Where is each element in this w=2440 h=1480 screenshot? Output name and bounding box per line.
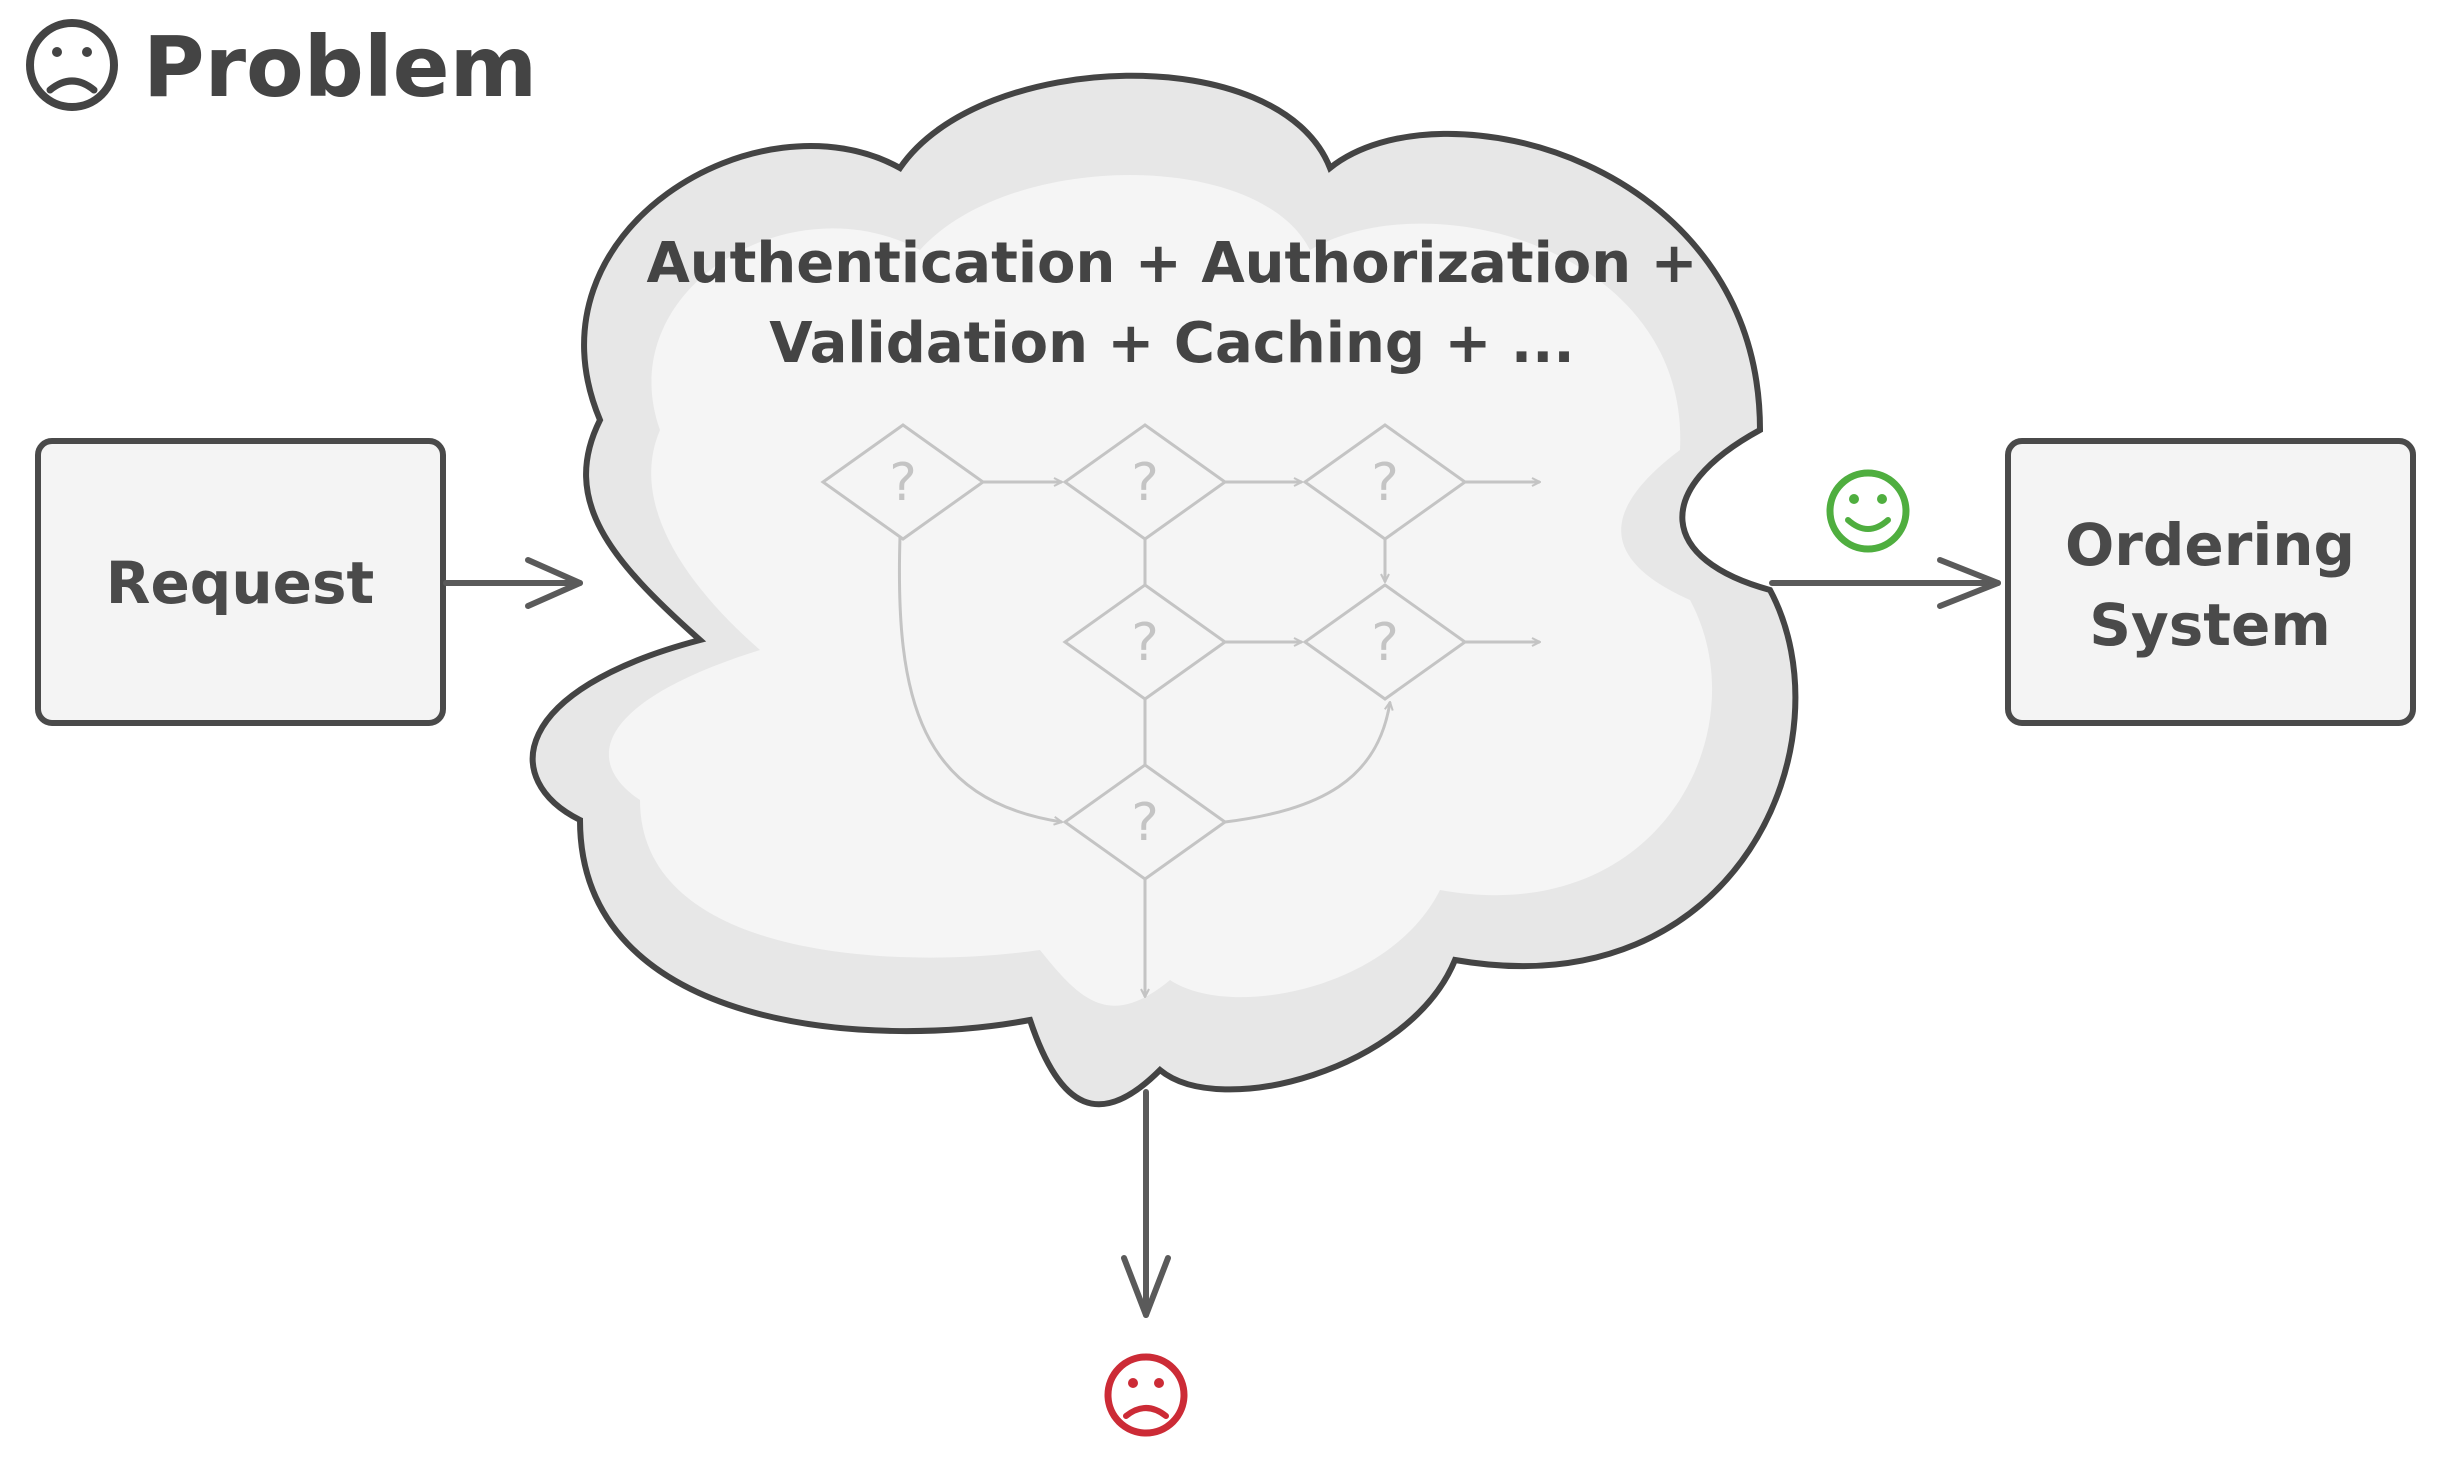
ordering-system-label-line1: Ordering <box>2065 511 2355 579</box>
ordering-system-label-line2: System <box>2089 591 2331 659</box>
sad-face-red-icon <box>1104 1353 1188 1437</box>
cloud-text-line1: Authentication + Authorization + <box>646 231 1697 296</box>
happy-face-icon <box>1826 469 1910 553</box>
faded-flowchart: ? ? ? ? ? ? <box>820 423 1540 997</box>
page-title: Problem <box>143 18 537 116</box>
decision-symbol: ? <box>1131 793 1159 853</box>
cloud-shape <box>529 72 1799 1108</box>
flow-arrow <box>1224 702 1390 824</box>
decision-symbol: ? <box>1371 613 1399 673</box>
success-arrow <box>1769 557 2001 609</box>
flow-arrow <box>897 536 1062 822</box>
decision-node <box>1302 583 1468 701</box>
request-arrow <box>443 557 583 609</box>
decision-symbol: ? <box>1371 453 1399 513</box>
decision-symbol: ? <box>1131 613 1159 673</box>
failure-arrow <box>1121 1089 1171 1318</box>
cloud-inner <box>608 175 1713 1006</box>
decision-node <box>820 423 986 541</box>
decision-symbol: ? <box>889 453 917 513</box>
request-label: Request <box>106 549 374 617</box>
cloud-text-line2: Validation + Caching + ... <box>769 311 1574 376</box>
decision-symbol: ? <box>1131 453 1159 513</box>
ordering-system-box <box>2005 438 2416 726</box>
request-box <box>35 438 446 726</box>
sad-face-icon <box>26 19 118 111</box>
logic-cloud <box>529 72 1799 1108</box>
